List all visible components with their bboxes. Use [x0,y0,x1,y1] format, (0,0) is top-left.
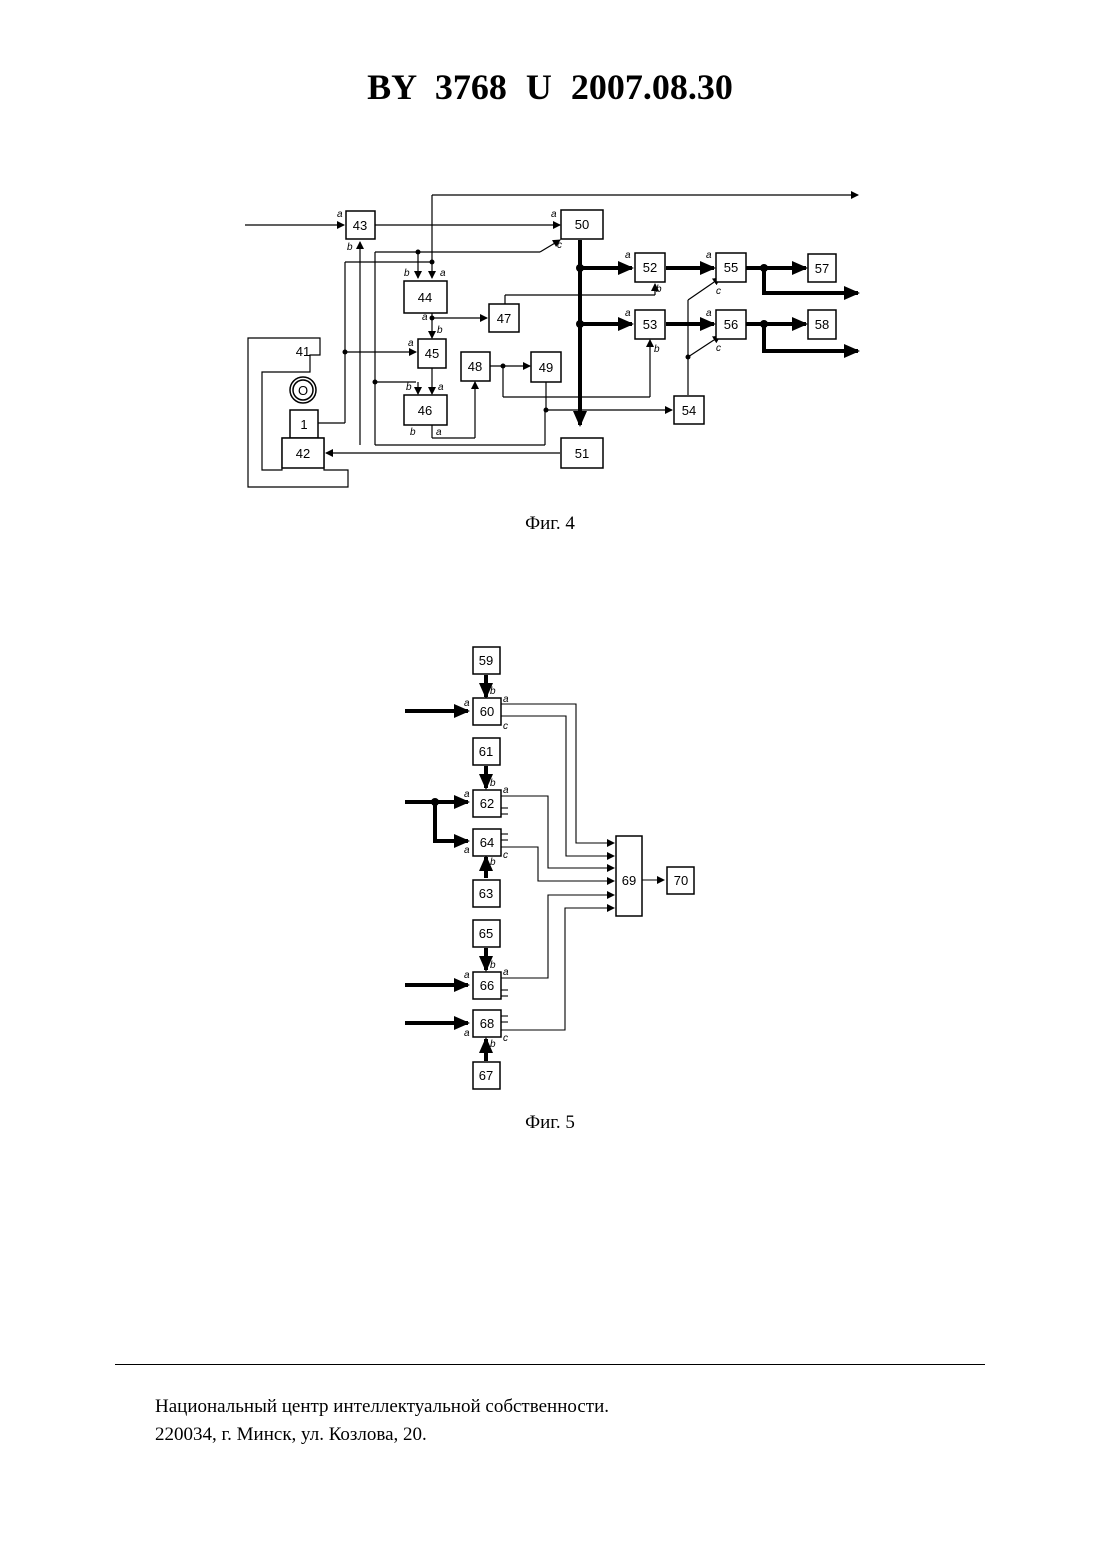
port-45a: a [408,338,414,349]
label-60: 60 [480,704,494,719]
label-59: 59 [479,653,493,668]
label-48: 48 [468,359,482,374]
port-52b: b [656,284,662,295]
label-54: 54 [682,403,696,418]
label-45: 45 [425,346,439,361]
label-46: 46 [418,403,432,418]
port-62a-in: a [464,789,470,800]
port-66a-in: a [464,970,470,981]
label-57: 57 [815,261,829,276]
figure-4-caption: Фиг. 4 [0,513,1100,535]
label-63: 63 [479,886,493,901]
footer: Национальный центр интеллектуальной собс… [155,1393,609,1449]
port-50a: a [551,209,557,220]
port-66a-out: a [503,967,509,978]
port-56a: a [706,308,712,319]
label-50: 50 [575,217,589,232]
port-62b: b [490,778,496,789]
label-56: 56 [724,317,738,332]
figure-5-diagram: 59 60 61 62 64 63 65 66 68 67 69 70 a b … [400,640,710,1095]
port-66b: b [490,960,496,971]
label-58: 58 [815,317,829,332]
label-69: 69 [622,873,636,888]
figure-4-diagram: 43 50 44 47 45 46 48 49 52 53 55 56 57 5… [235,180,875,500]
port-53b: b [654,344,660,355]
port-64a-in: a [464,845,470,856]
port-64c: c [503,850,508,861]
port-43a: a [337,209,343,220]
label-65: 65 [479,926,493,941]
port-46b: b [406,382,412,393]
port-43b: b [347,242,353,253]
port-68b: b [490,1039,496,1050]
port-64b: b [490,857,496,868]
port-55c: c [716,286,721,297]
label-49: 49 [539,360,553,375]
footer-org: Национальный центр интеллектуальной собс… [155,1393,609,1421]
label-52: 52 [643,260,657,275]
label-62: 62 [480,796,494,811]
port-46out-a: a [436,427,442,438]
port-60a-out: a [503,694,509,705]
label-41: 41 [296,344,310,359]
label-70: 70 [674,873,688,888]
port-62a-out: a [503,785,509,796]
label-42: 42 [296,446,310,461]
port-50c: c [557,240,562,251]
port-52a: a [625,250,631,261]
label-47: 47 [497,311,511,326]
port-60a-in: a [464,698,470,709]
footer-address: 220034, г. Минск, ул. Козлова, 20. [155,1421,609,1449]
port-60c: c [503,721,508,732]
label-68: 68 [480,1016,494,1031]
figure-5-caption: Фиг. 5 [0,1112,1100,1134]
label-67: 67 [479,1068,493,1083]
port-60b: b [490,686,496,697]
port-46a: a [438,382,444,393]
port-53a: a [625,308,631,319]
label-51: 51 [575,446,589,461]
label-1: 1 [300,417,307,432]
label-motor: O [298,383,308,398]
port-45b: b [437,325,443,336]
label-53: 53 [643,317,657,332]
port-46out-b: b [410,427,416,438]
label-61: 61 [479,744,493,759]
port-44out-a: a [422,312,428,323]
label-44: 44 [418,290,432,305]
document-header: BY 3768 U 2007.08.30 [0,66,1100,108]
label-66: 66 [480,978,494,993]
port-44a: a [440,268,446,279]
port-68c: c [503,1033,508,1044]
port-44b: b [404,268,410,279]
port-55a: a [706,250,712,261]
label-55: 55 [724,260,738,275]
label-43: 43 [353,218,367,233]
label-64: 64 [480,835,494,850]
port-68a-in: a [464,1028,470,1039]
footer-divider [115,1364,985,1365]
port-56c: c [716,343,721,354]
